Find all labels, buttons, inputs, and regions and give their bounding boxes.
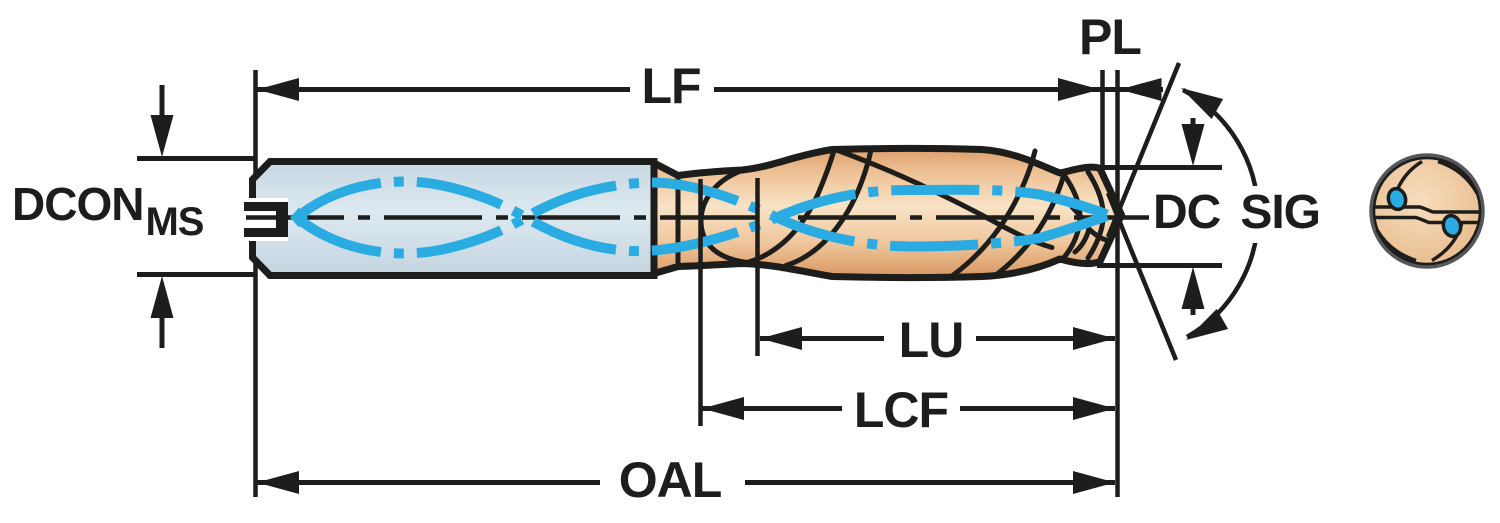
drill-flute-body <box>650 145 1125 281</box>
coolant-hole-upper <box>1386 186 1408 212</box>
label-dc-sig: DC SIG <box>1149 186 1327 243</box>
label-pl: PL <box>1079 9 1142 65</box>
label-oal: OAL <box>618 452 723 508</box>
label-dcon-main: DCON <box>12 178 144 230</box>
dimension-arrowheads <box>150 78 1229 494</box>
dimension-lines <box>137 62 1261 497</box>
label-lu: LU <box>898 312 965 368</box>
point-angle-line-upper <box>1105 62 1182 238</box>
label-dcon-subscript: MS <box>145 200 204 244</box>
coolant-hole-lower <box>1441 213 1463 239</box>
drill-end-view <box>1369 153 1485 269</box>
label-dc: DC <box>1153 186 1221 239</box>
coolant-channels <box>296 176 1109 259</box>
coolant-entry-dot <box>290 207 308 228</box>
label-sig: SIG <box>1240 186 1321 239</box>
label-dcon: DCONMS <box>12 178 204 242</box>
point-angle-line-lower <box>1105 192 1179 361</box>
drill-side-view <box>238 145 1180 281</box>
label-lcf: LCF <box>853 382 949 438</box>
label-lf: LF <box>641 58 701 114</box>
